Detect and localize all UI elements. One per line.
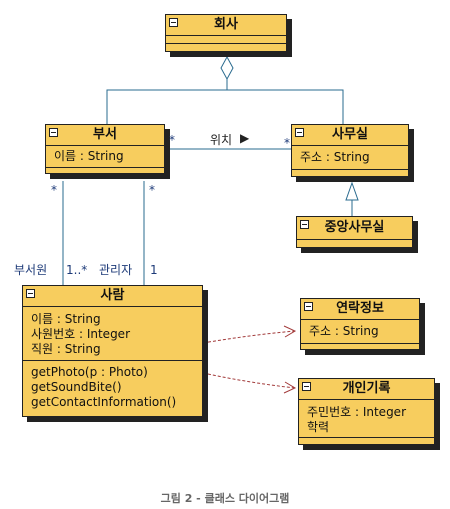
attributes-section — [166, 36, 286, 44]
dependency-contact-head — [283, 325, 297, 338]
collapse-icon[interactable] — [300, 220, 309, 229]
mult-dept-manager: * — [149, 183, 155, 197]
operation: getPhoto(p : Photo) — [31, 365, 148, 379]
figure-caption: 그림 2 - 클래스 다이어그램 — [160, 492, 290, 505]
class-contact-info[interactable]: 연락정보 주소 : String — [300, 298, 420, 350]
aggregation-line — [106, 79, 228, 124]
attribute: 이름 : String — [54, 149, 124, 163]
attribute: 이름 : String — [31, 312, 101, 326]
collapse-icon[interactable] — [49, 128, 58, 137]
operation: getSoundBite() — [31, 380, 122, 394]
mult-office-dept: * — [284, 136, 290, 150]
collapse-icon[interactable] — [169, 18, 178, 27]
mult-members: 1..* — [66, 263, 88, 277]
operations-section: getPhoto(p : Photo) getSoundBite() getCo… — [23, 361, 202, 410]
operations-section — [166, 44, 286, 52]
collapse-icon[interactable] — [304, 302, 313, 311]
collapse-icon[interactable] — [302, 382, 311, 391]
class-name: 중앙사무실 — [297, 217, 412, 240]
dependency-contact — [202, 330, 296, 344]
class-central-office[interactable]: 중앙사무실 — [296, 216, 413, 248]
operations-section — [292, 170, 408, 177]
operations-section — [299, 438, 434, 444]
mult-manager: 1 — [150, 263, 158, 277]
mult-dept-office: * — [169, 133, 175, 147]
operation: getContactInformation() — [31, 395, 177, 409]
class-name: 개인기록 — [299, 379, 434, 400]
class-name: 연락정보 — [301, 299, 419, 320]
attributes-section: 이름 : String 사원번호 : Integer 직원 : String — [23, 307, 202, 361]
aggregation-diamond — [220, 55, 234, 81]
class-office[interactable]: 사무실 주소 : String — [291, 124, 409, 177]
class-personal-record[interactable]: 개인기록 주민번호 : Integer 학력 — [298, 378, 435, 445]
direction-arrow-icon: ▶ — [240, 131, 250, 145]
attribute: 직원 : String — [31, 342, 101, 356]
attribute: 주소 : String — [300, 150, 370, 164]
class-dept[interactable]: 부서 이름 : String — [45, 124, 165, 174]
class-person[interactable]: 사람 이름 : String 사원번호 : Integer 직원 : Strin… — [22, 285, 203, 417]
dependency-personal-head — [283, 381, 297, 394]
attribute: 주민번호 : Integer — [307, 405, 406, 419]
generalization-arrow — [345, 181, 359, 201]
collapse-icon[interactable] — [26, 289, 35, 298]
attributes-section: 주소 : String — [301, 320, 419, 344]
attributes-section: 주소 : String — [292, 146, 408, 170]
role-manager: 관리자 — [99, 263, 133, 277]
collapse-icon[interactable] — [295, 128, 304, 137]
attributes-section: 주민번호 : Integer 학력 — [299, 400, 434, 438]
class-name: 사무실 — [292, 125, 408, 146]
class-name: 사람 — [23, 286, 202, 307]
attribute: 사원번호 : Integer — [31, 327, 130, 341]
class-company[interactable]: 회사 — [165, 14, 287, 52]
location-label: 위치 — [210, 133, 233, 147]
mult-dept-members: * — [51, 183, 57, 197]
attribute: 주소 : String — [309, 324, 379, 338]
aggregation-line-office — [227, 89, 344, 124]
dependency-personal — [202, 372, 296, 389]
attribute: 학력 — [307, 420, 330, 434]
class-name: 부서 — [46, 125, 164, 146]
attributes-section: 이름 : String — [46, 146, 164, 168]
operations-section — [301, 344, 419, 350]
operations-section — [46, 168, 164, 174]
role-members: 부서원 — [14, 263, 48, 277]
class-name: 회사 — [166, 15, 286, 36]
